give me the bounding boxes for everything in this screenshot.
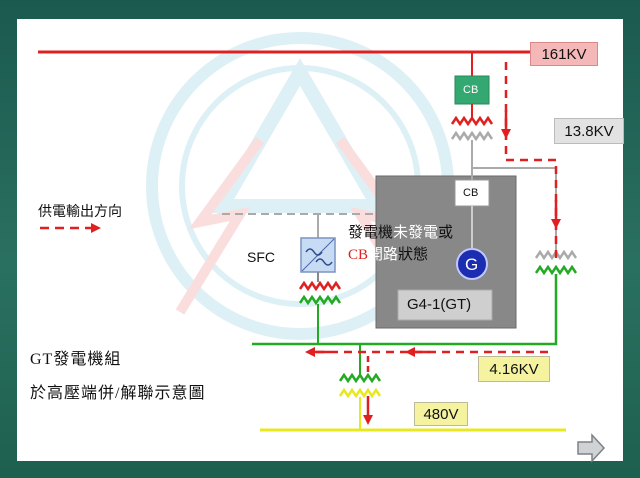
status-note-state: 狀態: [398, 247, 429, 263]
main-cb: [454, 75, 490, 105]
generator-symbol: G: [465, 255, 479, 274]
label-4-16kv: 4.16KV: [478, 356, 550, 382]
main-transformer-icon: [450, 115, 494, 142]
label-480v: 480V: [414, 402, 468, 426]
generator-cb-label: CB: [463, 187, 479, 199]
label-13-8kv: 13.8KV: [554, 118, 624, 144]
sfc-transformer-icon: [298, 280, 342, 306]
sfc-label: SFC: [247, 249, 275, 265]
status-note-not-generating: 未發電: [393, 225, 439, 241]
status-note-or: 或: [438, 225, 454, 241]
bus-4-16kv: [252, 274, 558, 346]
caption-line2: 於高壓端併/解聯示意圖: [30, 385, 206, 402]
lv-transformer-icon: [338, 372, 382, 399]
status-note-line2: CB開路狀態: [348, 248, 428, 263]
main-cb-label: CB: [463, 84, 479, 96]
caption-line1: GT發電機組: [30, 351, 122, 368]
generator-circle-icon: [456, 248, 488, 280]
sfc-inverter-icon: [300, 237, 336, 273]
unit-label-box: [397, 289, 493, 321]
label-161kv: 161KV: [530, 42, 598, 66]
status-note-open: 開路: [368, 247, 399, 263]
next-slide-arrow-icon[interactable]: [572, 430, 608, 466]
unit-label: G4-1(GT): [407, 296, 472, 313]
status-note-generator: 發電機: [348, 225, 394, 241]
legend-direction-text: 供電輸出方向: [38, 203, 122, 219]
status-note-line1: 發電機未發電或: [348, 226, 453, 241]
status-note-cb: CB: [348, 247, 369, 263]
